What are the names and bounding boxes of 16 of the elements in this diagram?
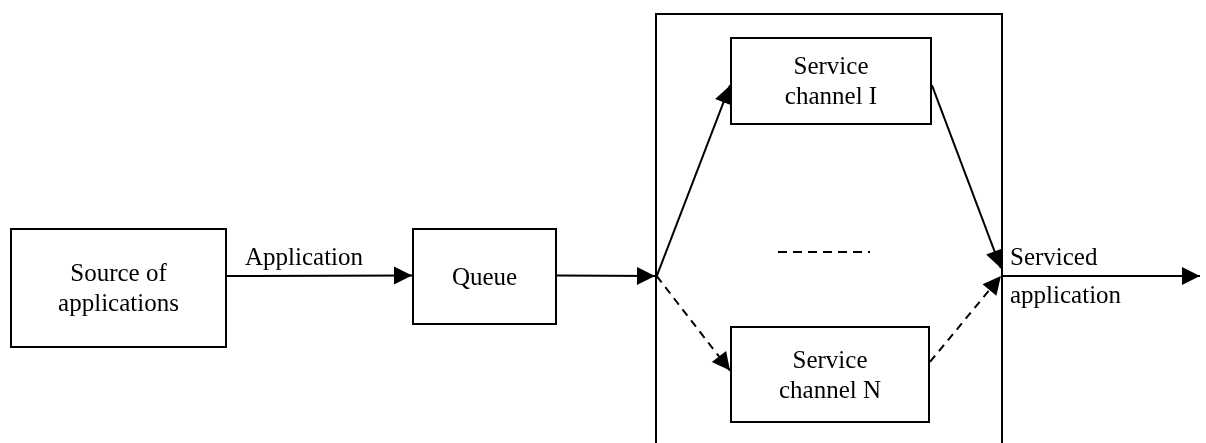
process-box [730,326,930,423]
arrow [556,267,656,285]
process-box [412,228,557,325]
node-label: Source of applications [57,258,180,318]
edge-label: Serviced application [1010,242,1123,310]
system-box [655,13,1003,443]
arrow [1002,267,1201,285]
node-label: Queue [451,261,518,292]
arrow [226,266,413,285]
node-label: Service channel I [783,51,879,111]
arrow [655,275,731,372]
node-label: Service channel N [777,344,882,405]
process-box [730,37,932,125]
arrow [929,275,1002,363]
process-box [10,228,227,348]
arrow [655,84,732,278]
